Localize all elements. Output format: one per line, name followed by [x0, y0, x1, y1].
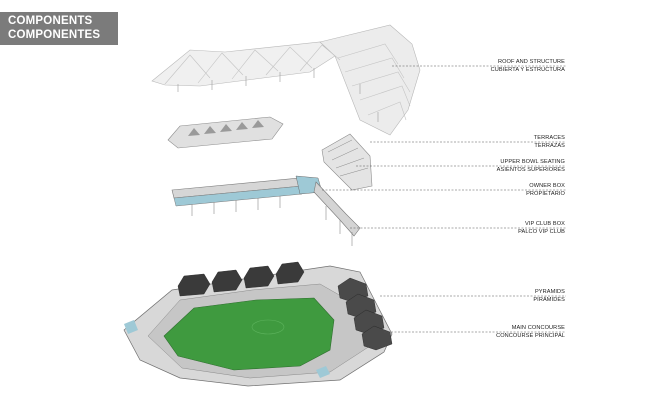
title-spanish: COMPONENTES	[8, 28, 101, 41]
label-main-concourse-en: MAIN CONCOURSE	[511, 325, 565, 331]
label-pyramids-en: PYRAMIDS	[534, 289, 565, 295]
label-pyramids: PYRAMIDS PIRÁMIDES	[533, 288, 565, 304]
label-owner-box-es: PROPIETARIO	[526, 191, 565, 197]
label-main-concourse-es: CONCOURSE PRINCIPAL	[496, 333, 565, 339]
label-vip-club-en: VIP CLUB BOX	[525, 221, 565, 227]
label-pyramids-es: PIRÁMIDES	[533, 297, 565, 303]
label-terraces-en: TERRACES	[533, 135, 565, 141]
leader-lines	[322, 65, 566, 333]
label-terraces: TERRACES TERRAZAS	[534, 134, 565, 150]
title-box: COMPONENTS COMPONENTES	[0, 12, 118, 45]
label-vip-club: VIP CLUB BOX PALCO VIP CLUB	[518, 220, 565, 236]
owner-box-ring	[171, 175, 361, 246]
label-vip-club-es: PALCO VIP CLUB	[518, 229, 565, 235]
label-main-concourse: MAIN CONCOURSE CONCOURSE PRINCIPAL	[496, 324, 565, 340]
stadium-bowl	[123, 261, 393, 387]
terraces	[167, 116, 373, 191]
roof-structure	[151, 24, 421, 136]
label-upper-bowl-es: ASIENTOS SUPERIORES	[496, 167, 565, 173]
label-roof-en: ROOF AND STRUCTURE	[497, 59, 565, 65]
label-upper-bowl: UPPER BOWL SEATING ASIENTOS SUPERIORES	[497, 158, 565, 174]
label-owner-box: OWNER BOX PROPIETARIO	[526, 182, 565, 198]
label-upper-bowl-en: UPPER BOWL SEATING	[500, 159, 565, 165]
label-terraces-es: TERRAZAS	[534, 143, 565, 149]
title-english: COMPONENTS	[8, 15, 93, 27]
label-roof: ROOF AND STRUCTURE CUBIERTA Y ESTRUCTURA	[491, 58, 565, 74]
label-owner-box-en: OWNER BOX	[529, 183, 565, 189]
label-roof-es: CUBIERTA Y ESTRUCTURA	[490, 67, 565, 73]
